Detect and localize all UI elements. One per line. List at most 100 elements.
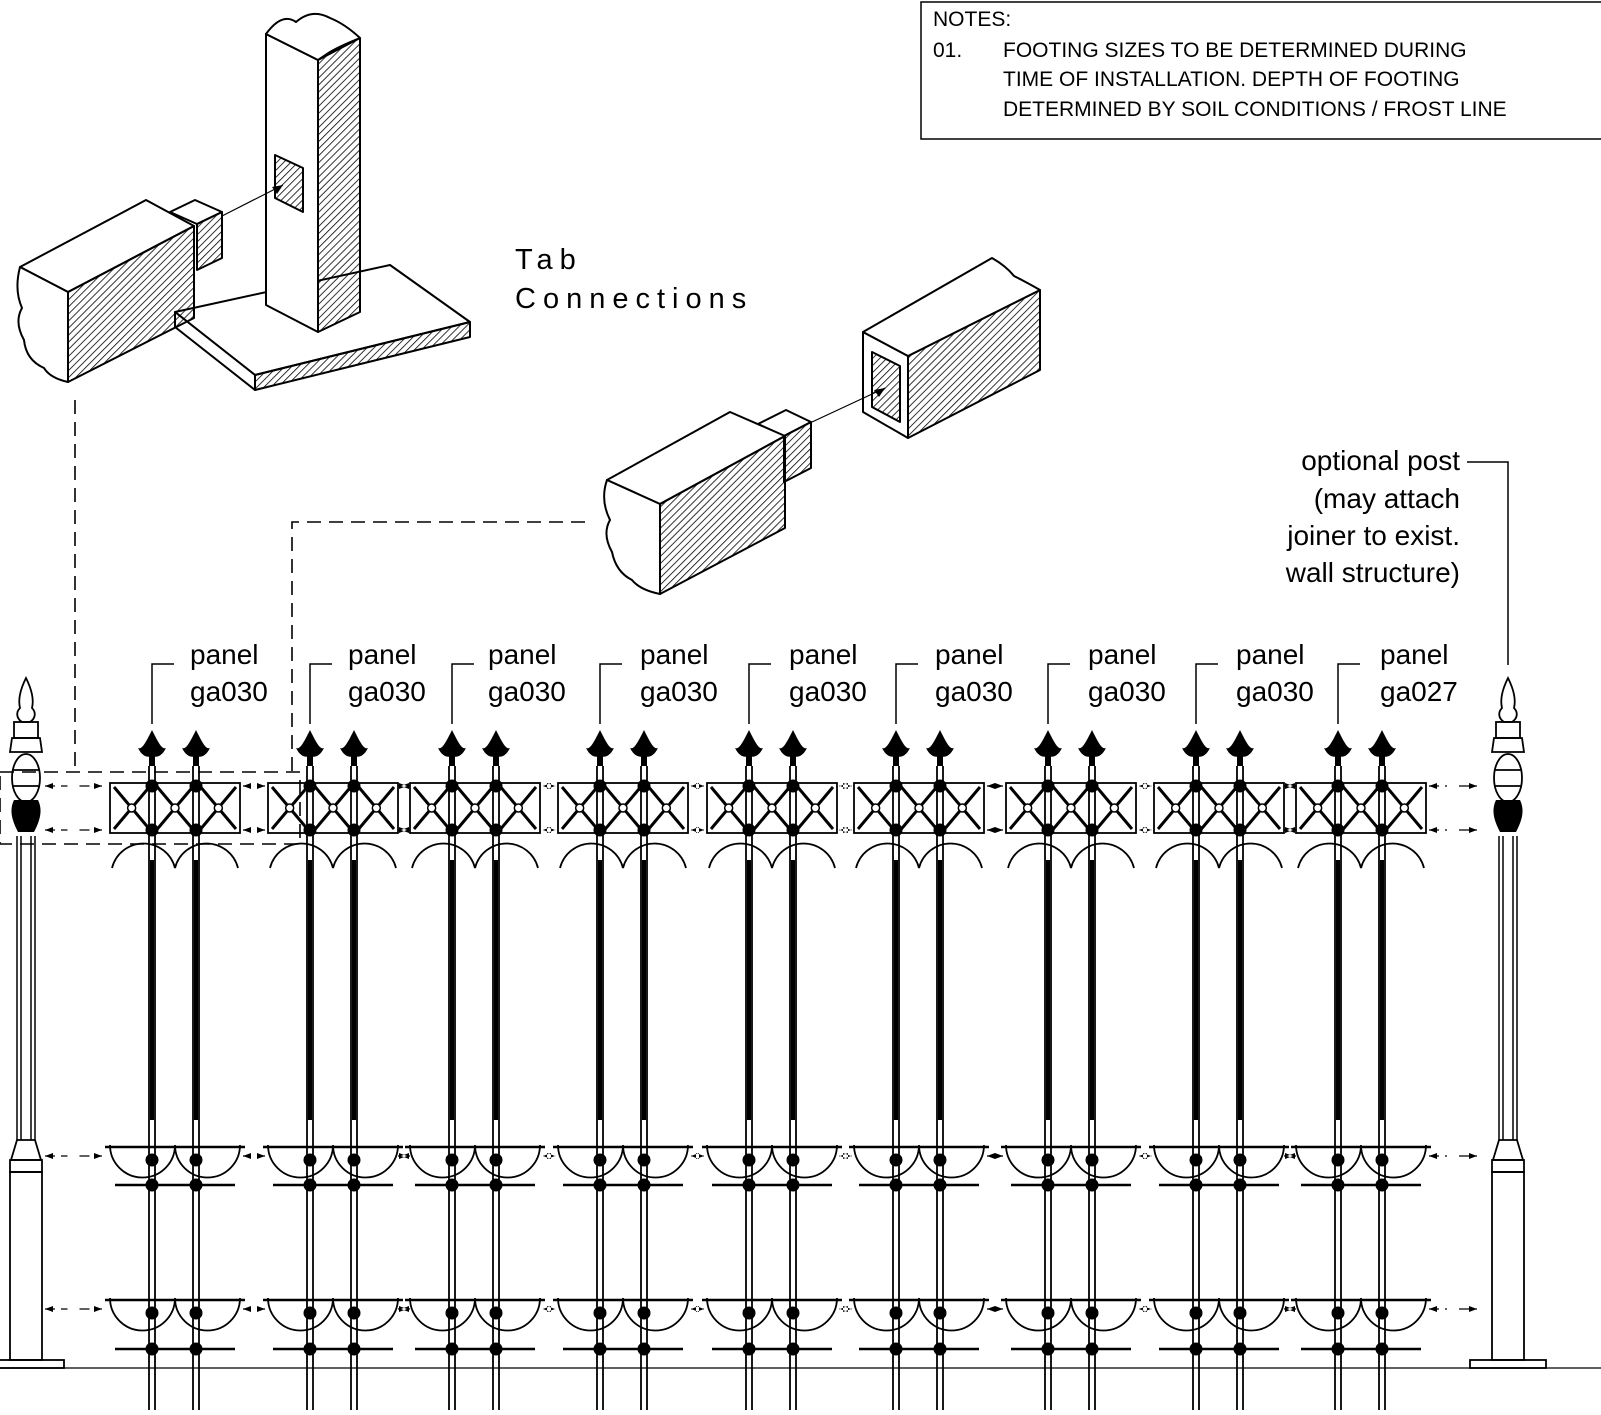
panel-top-band [1295, 782, 1427, 834]
x-center-boss [213, 803, 224, 813]
rail-knob [303, 1342, 317, 1356]
picket-core [1090, 860, 1094, 1120]
finial [586, 730, 614, 757]
joiner-arrow [543, 783, 555, 789]
isometric-post-detail [16, 12, 471, 391]
joiner-arrowheads [399, 1153, 409, 1159]
rail-knob [933, 1153, 947, 1167]
rail-knob [1233, 779, 1247, 793]
rail-knob [1085, 779, 1099, 793]
x-center-boss [1356, 803, 1366, 813]
rail-knob [889, 1153, 903, 1167]
x-center-boss [426, 803, 437, 813]
tube-bore [871, 351, 901, 423]
rail-knob [145, 823, 159, 837]
finial [926, 730, 954, 757]
x-center-boss [284, 803, 295, 813]
top-arch [1007, 842, 1135, 869]
panel-label-code: ga027 [1380, 676, 1458, 707]
joiner-arrow [45, 1306, 102, 1312]
x-center-boss [371, 803, 382, 813]
x-center-boss [767, 803, 777, 813]
rail-knob [303, 1178, 317, 1192]
joiner-arrows [45, 783, 1477, 1312]
finial-collar [1335, 756, 1341, 766]
bottom-arch [409, 1297, 541, 1332]
top-arch [111, 842, 239, 869]
bottom-arch [853, 1297, 985, 1332]
rail-knob [145, 1153, 159, 1167]
joiner-arrow [243, 1306, 265, 1312]
x-center-boss [723, 803, 734, 813]
panel-top-band [409, 782, 541, 834]
panel-top-band [557, 782, 689, 834]
rail-knob [1233, 1178, 1247, 1192]
joiner-arrow [691, 1306, 704, 1312]
rail-knob [1331, 823, 1345, 837]
finial [182, 730, 210, 757]
rail-knob [1375, 1306, 1389, 1320]
joiner-arrowheads [1429, 783, 1477, 789]
bottom-arch [1153, 1144, 1285, 1179]
rail-knob [637, 823, 651, 837]
bottom-arch [1005, 1297, 1137, 1332]
rail-knob [1375, 1178, 1389, 1192]
picket-core [352, 860, 356, 1120]
post-socket [274, 154, 304, 213]
joiner-arrow [1429, 1153, 1477, 1159]
optional-post-line-2: (may attach [1314, 483, 1460, 514]
panel-top-band [1005, 782, 1137, 834]
notes-box: NOTES: 01. FOOTING SIZES TO BE DETERMINE… [920, 1, 1601, 140]
rail-knob [1189, 1306, 1203, 1320]
bottom-arch [706, 1297, 838, 1332]
panel-label-code: ga030 [488, 676, 566, 707]
rail-knob [593, 779, 607, 793]
picket-core [194, 860, 198, 1120]
picket-core [1380, 860, 1384, 1120]
joiner-arrow [45, 1153, 102, 1159]
tube-broken-top [862, 257, 1041, 357]
joiner-arrowheads [543, 1306, 555, 1312]
notes-frame [920, 1, 1601, 140]
joiner-arrowheads [243, 1306, 265, 1312]
rail-knob [933, 1178, 947, 1192]
joiner-arrow [543, 1153, 555, 1159]
panel-top-band [853, 782, 985, 834]
picket-core [938, 860, 942, 1120]
joiner-arrowheads [691, 827, 704, 833]
rail-knob [1375, 1153, 1389, 1167]
post-base [1491, 1171, 1525, 1361]
panel-label-leader [1337, 663, 1360, 724]
panel-label-leader [451, 663, 474, 724]
top-arch [559, 842, 687, 869]
post-ball [11, 753, 41, 803]
rail-knob [1331, 1342, 1345, 1356]
note-line-2: TIME OF INSTALLATION. DEPTH OF FOOTING [1003, 68, 1460, 91]
rail-knob [637, 1153, 651, 1167]
finial [735, 730, 763, 757]
panel-label-code: ga030 [789, 676, 867, 707]
post-broken-top [265, 12, 361, 61]
finial [779, 730, 807, 757]
rail-knob [1041, 1153, 1055, 1167]
tab-connections-label-line2: Connections [515, 283, 753, 315]
panel-label-code: ga030 [1088, 676, 1166, 707]
fence-post-optional-right [1469, 675, 1547, 1369]
bottom-arch [706, 1144, 838, 1179]
rail-knob [889, 1178, 903, 1192]
rail-knob [1041, 1178, 1055, 1192]
rail-knob [1331, 1153, 1345, 1167]
post-ring [1491, 1159, 1525, 1173]
rail-knob [489, 779, 503, 793]
joiner-arrowheads [840, 783, 851, 789]
joiner-arrow [987, 1153, 1003, 1159]
joiner-arrowheads [987, 783, 1003, 789]
x-center-boss [1022, 803, 1033, 813]
rail-knob [1189, 1342, 1203, 1356]
panel-top-band [109, 782, 241, 834]
rail-knob [303, 779, 317, 793]
joiner-arrowheads [243, 827, 265, 833]
